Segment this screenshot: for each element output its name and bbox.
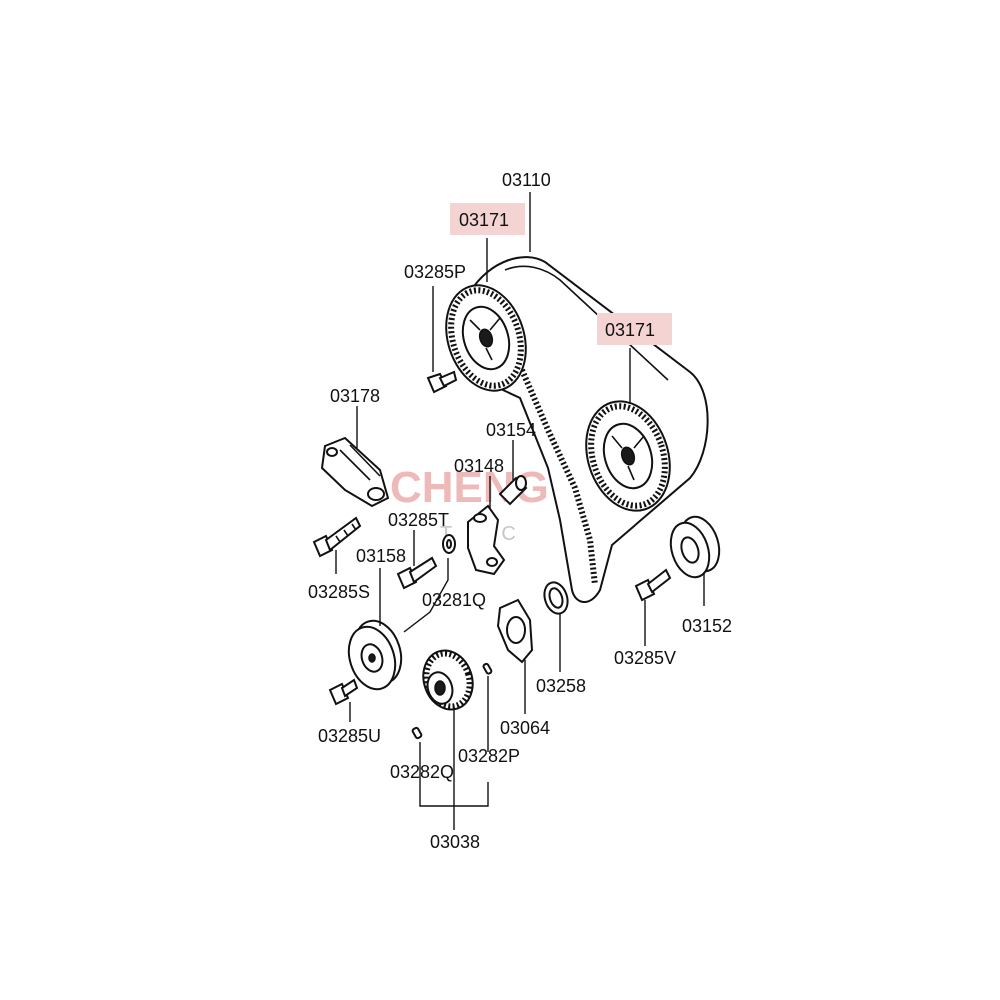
bolt-03285P bbox=[426, 370, 458, 394]
auto-tensioner bbox=[320, 436, 390, 508]
camshaft-sprocket-lower bbox=[585, 400, 671, 512]
label-03285U: 03285U bbox=[318, 726, 381, 746]
label-03110: 03110 bbox=[502, 170, 551, 190]
pin-03154 bbox=[498, 475, 528, 506]
label-03285S: 03285S bbox=[308, 582, 370, 602]
label-03281Q: 03281Q bbox=[422, 590, 486, 610]
label-03285P: 03285P bbox=[404, 262, 466, 282]
pulley-03152 bbox=[669, 515, 721, 579]
highlight-03171-lower bbox=[597, 313, 672, 345]
label-03285V: 03285V bbox=[614, 648, 676, 668]
watermark-brand: CHENGY bbox=[390, 463, 578, 512]
key-03282P bbox=[482, 662, 493, 675]
bolt-03285U bbox=[328, 678, 359, 706]
leader-lines bbox=[335, 192, 705, 830]
plate-03064 bbox=[496, 598, 534, 664]
bolt-03285S bbox=[312, 516, 362, 558]
label-03038: 03038 bbox=[430, 832, 480, 852]
camshaft-sprocket-upper bbox=[445, 284, 527, 392]
label-03258: 03258 bbox=[536, 676, 586, 696]
tensioner-arm bbox=[467, 504, 506, 576]
label-03064: 03064 bbox=[500, 718, 550, 738]
bolt-03285T bbox=[396, 556, 438, 590]
label-03282Q: 03282Q bbox=[390, 762, 454, 782]
label-03154: 03154 bbox=[486, 420, 536, 440]
oil-seal-03258 bbox=[543, 581, 569, 615]
label-03171-lower: 03171 bbox=[605, 320, 655, 340]
label-03158: 03158 bbox=[356, 546, 406, 566]
bolt-03285V bbox=[634, 568, 672, 602]
highlight-03171-upper bbox=[450, 203, 525, 235]
key-03282Q bbox=[411, 726, 423, 740]
crankshaft-sprocket bbox=[422, 649, 474, 711]
label-03285T: 03285T bbox=[388, 510, 449, 530]
label-03171-upper: 03171 bbox=[459, 210, 509, 230]
label-03282P: 03282P bbox=[458, 746, 520, 766]
idler-pulley-03158 bbox=[347, 619, 403, 691]
label-03148: 03148 bbox=[454, 456, 504, 476]
washer-03281Q bbox=[442, 534, 456, 554]
label-03152: 03152 bbox=[682, 616, 732, 636]
label-03178: 03178 bbox=[330, 386, 380, 406]
